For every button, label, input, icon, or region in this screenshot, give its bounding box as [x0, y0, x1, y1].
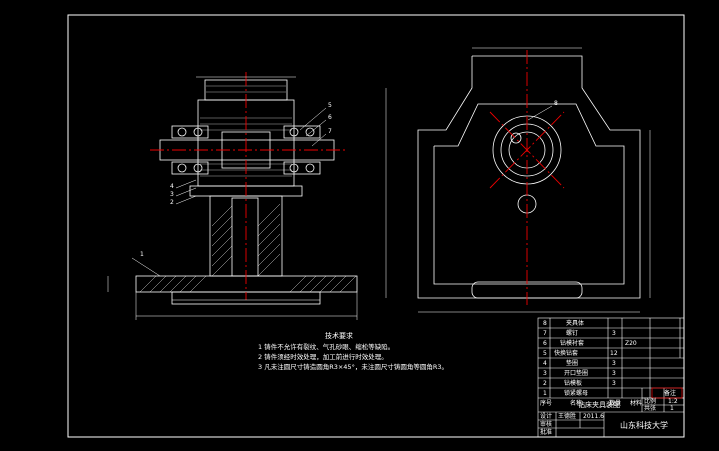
- school-name: 山东科技大学: [620, 421, 668, 430]
- leader-label-4: 4: [170, 183, 174, 190]
- leader-label-6: 6: [328, 114, 332, 121]
- row-2-qty: 3: [612, 380, 616, 387]
- header-remark: 备注: [664, 390, 677, 397]
- approve-label: 批准: [540, 429, 553, 436]
- leader-label-3: 3: [170, 191, 174, 198]
- header-qty: 数量: [609, 400, 622, 407]
- centerlines-left: [150, 72, 348, 300]
- row-7-qty: 3: [612, 330, 616, 337]
- top-view: [417, 55, 641, 299]
- row-2-no: 2: [543, 380, 547, 387]
- scale-value: 1:2: [668, 398, 678, 405]
- row-1-name: 锁紧螺母: [564, 390, 589, 397]
- designer-name: 王德胜: [558, 413, 577, 420]
- leader-label-8: 8: [554, 100, 558, 107]
- row-1-no: 1: [543, 390, 547, 397]
- outer-border: [67, 14, 685, 438]
- title-block-grid: [537, 317, 685, 438]
- row-4-no: 4: [543, 360, 547, 367]
- row-3-qty: 3: [612, 370, 616, 377]
- leaders-left: [131, 107, 327, 277]
- designer-label: 设计: [540, 413, 553, 420]
- scale-label: 比例: [644, 398, 657, 405]
- leader-label-5: 5: [328, 102, 332, 109]
- row-3-no: 3: [543, 370, 547, 377]
- row-3-name: 开口垫圈: [564, 370, 589, 377]
- dimensions-right: [385, 47, 651, 313]
- drawing-name: 钻床夹具装配: [578, 401, 620, 409]
- note-item-2: 2 铸件须经时效处理，加工前进行时效处理。: [258, 353, 388, 361]
- sheet-label: 共张: [644, 405, 657, 412]
- row-7-name: 螺钉: [566, 330, 579, 337]
- sheet-value: 1: [670, 405, 674, 412]
- reviewer-label: 审核: [540, 421, 553, 428]
- note-item-3: 3 凡未注圆尺寸铸造圆角R3×45°，未注圆尺寸铸圆角等圆角R3。: [258, 363, 448, 371]
- row-4-name: 垫圈: [566, 360, 579, 367]
- row-8-no: 8: [543, 320, 547, 327]
- row-7-no: 7: [543, 330, 547, 337]
- row-6-name: 钻模衬套: [560, 340, 585, 347]
- header-no: 序号: [540, 400, 553, 407]
- row-5-qty: 12: [610, 350, 618, 357]
- row-5-name: 快换钻套: [554, 350, 579, 357]
- row-2-name: 钻模板: [564, 380, 583, 387]
- leader-label-1: 1: [140, 251, 144, 258]
- row-5-no: 5: [543, 350, 547, 357]
- row-8-name: 夹具体: [566, 320, 585, 327]
- row-4-qty: 3: [612, 360, 616, 367]
- leader-label-7: 7: [328, 128, 332, 135]
- leader-label-2: 2: [170, 199, 174, 206]
- design-date: 2011.6: [583, 413, 604, 420]
- row-6-no: 6: [543, 340, 547, 347]
- dimensions-left: [107, 76, 358, 320]
- redline-box: [651, 387, 683, 399]
- row-6-mat: Z20: [625, 340, 637, 347]
- notes-title: 技术要求: [325, 332, 353, 340]
- header-material: 材料: [630, 400, 643, 407]
- note-item-1: 1 铸件不允许有裂纹、气孔砂眼、缩松等缺陷。: [258, 343, 395, 351]
- centerlines-right: [489, 50, 565, 305]
- header-name: 名称: [570, 400, 583, 407]
